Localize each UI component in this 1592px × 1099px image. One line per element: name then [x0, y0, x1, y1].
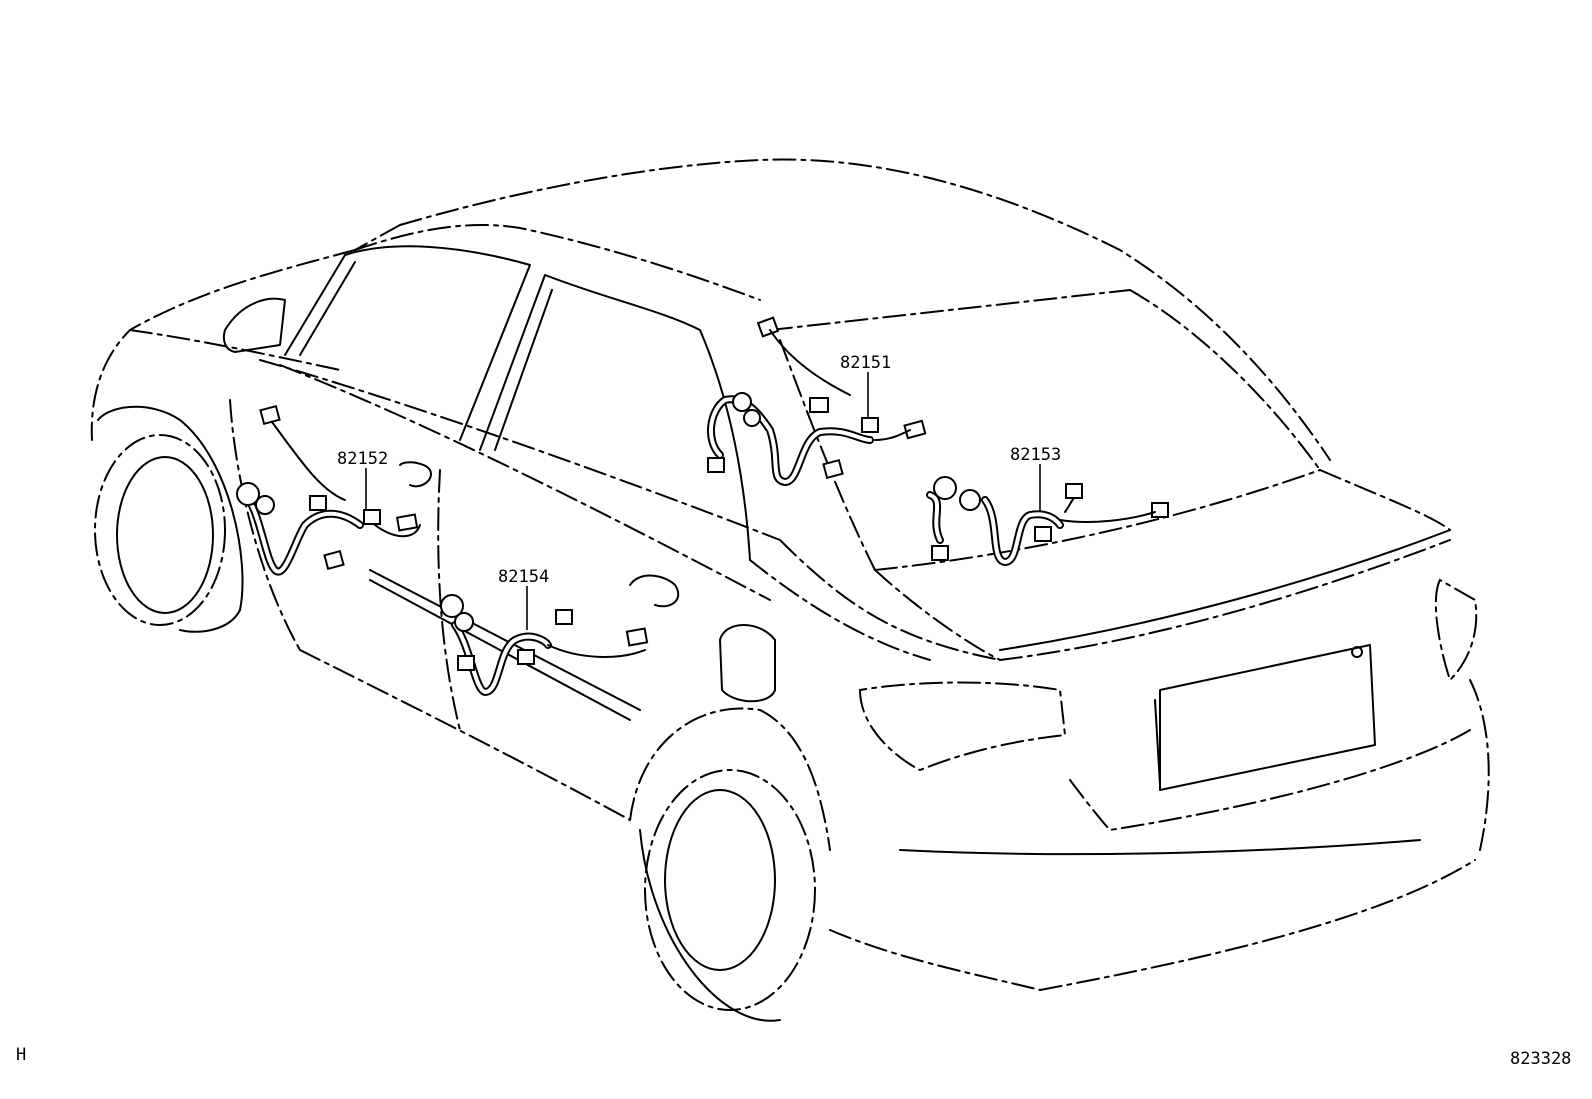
part-label-82153: 82153 — [1010, 445, 1061, 465]
part-label-82154: 82154 — [498, 567, 549, 587]
corner-code: H — [16, 1045, 26, 1065]
car-body-outline — [90, 158, 1490, 1022]
harness-82153 — [926, 476, 1169, 566]
harness-82151 — [706, 316, 927, 486]
part-label-82152: 82152 — [337, 449, 388, 469]
part-label-82151: 82151 — [840, 353, 891, 373]
harness-82154 — [440, 574, 680, 696]
figure-number: 823328 — [1510, 1049, 1571, 1069]
harness-82152 — [236, 404, 432, 576]
